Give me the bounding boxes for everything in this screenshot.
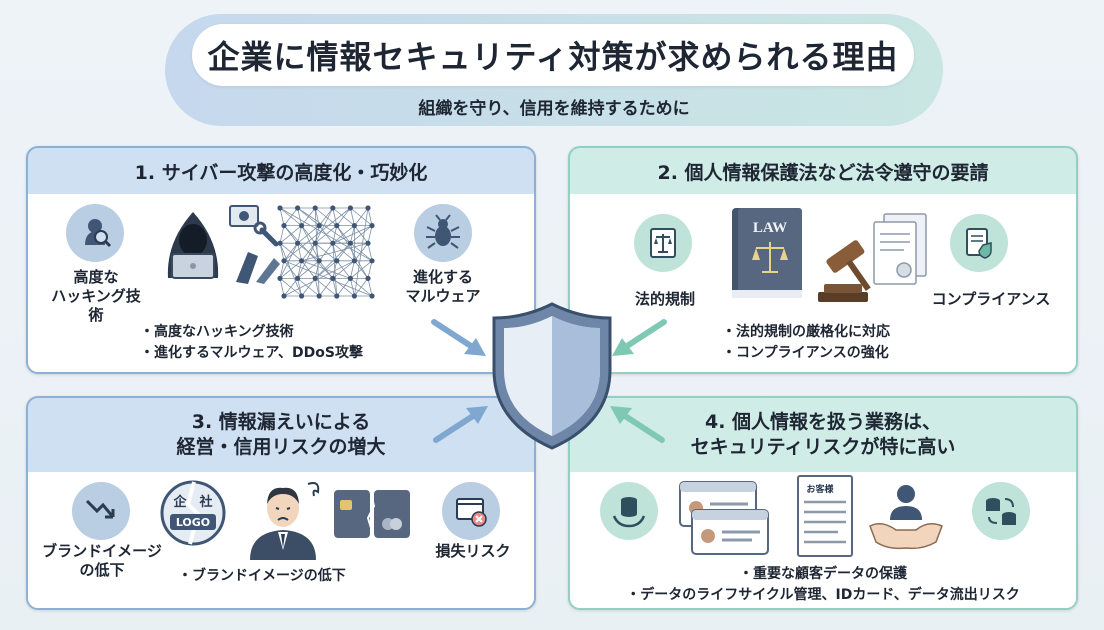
panel-leak-risk: 3. 情報漏えいによる 経営・信用リスクの増大 ブランドイメージ の低下 企 社…: [26, 396, 536, 610]
label-loss-risk: 損失リスク: [435, 542, 511, 560]
broken-logo-icon: 企 社 LOGO: [158, 478, 228, 552]
bullet: ・高度なハッキング技術: [140, 324, 294, 340]
svg-text:お客様: お客様: [806, 483, 834, 495]
security-shield-icon: [492, 302, 612, 450]
arrow-from-panel-3: [433, 406, 488, 443]
page-subtitle: 組織を守り、信用を維持するために: [418, 99, 690, 119]
panel-3-title-line2: 経営・信用リスクの増大: [176, 436, 386, 458]
panel-1-bullets: ・高度なハッキング技術 ・進化するマルウェア、DDoS攻撃: [140, 322, 363, 364]
law-book-icon: LAW: [728, 206, 808, 306]
arrow-from-panel-2: [612, 319, 667, 356]
panel-4-title-line1: 4. 個人情報を扱う業務は、: [704, 411, 942, 434]
loss-window-icon: [442, 482, 500, 540]
contract-documents-icon: [870, 212, 930, 296]
customer-form-icon: お客様: [794, 474, 856, 562]
label-malware: 進化する マルウェア: [405, 268, 481, 305]
id-cards-icon: [676, 478, 772, 562]
malware-bug-icon: [414, 204, 472, 262]
label-legal-regulation: 法的規制: [634, 290, 695, 308]
network-mesh-icon: [272, 200, 376, 308]
panel-cyber-attack: 1. サイバー攻撃の高度化・巧妙化 高度な ハッキング技術: [26, 146, 536, 374]
bullet: ・法的規制の厳格化に対応: [722, 324, 890, 340]
panel-4-title: 4. 個人情報を扱う業務は、 セキュリティリスクが特に高い: [570, 398, 1076, 472]
panel-4-bullets: ・重要な顧客データの保護 ・データのライフサイクル管理、IDカード、データ流出リ…: [570, 564, 1076, 606]
bullet: ・進化するマルウェア、DDoS攻撃: [140, 345, 363, 361]
gavel-icon: [808, 234, 888, 308]
worried-businessman-icon: [238, 476, 328, 564]
panel-3-bullets: ・ブランドイメージの低下: [178, 566, 346, 587]
bullet: ・ブランドイメージの低下: [178, 568, 346, 584]
panel-3-title-line1: 3. 情報漏えいによる: [191, 411, 371, 434]
bullet: ・コンプライアンスの強化: [722, 345, 889, 361]
panel-legal-compliance: 2. 個人情報保護法など法令遵守の要請 法的規制 LAW: [568, 146, 1078, 374]
arrow-from-panel-4: [610, 406, 665, 443]
scales-of-justice-icon: [634, 214, 692, 272]
panel-4-title-line2: セキュリティリスクが特に高い: [690, 436, 956, 458]
broken-credit-card-icon: [332, 486, 412, 546]
svg-text:社: 社: [198, 494, 212, 510]
page-title: 企業に情報セキュリティ対策が求められる理由: [192, 24, 914, 86]
svg-text:企: 企: [172, 494, 187, 510]
database-sync-icon: [972, 482, 1030, 540]
protected-person-icon: [866, 476, 946, 560]
bullet: ・重要な顧客データの保護: [739, 566, 907, 582]
trend-down-icon: [72, 482, 130, 540]
bullet: ・データのライフサイクル管理、IDカード、データ流出リスク: [626, 587, 1020, 603]
svg-text:LOGO: LOGO: [176, 516, 210, 529]
panel-1-title: 1. サイバー攻撃の高度化・巧妙化: [134, 161, 428, 184]
hooded-hacker-icon: [152, 202, 234, 288]
label-compliance: コンプライアンス: [931, 290, 1051, 308]
book-law-text: LAW: [753, 220, 787, 236]
hacker-search-icon: [66, 204, 124, 262]
arrow-from-panel-1: [431, 319, 486, 356]
database-hands-icon: [600, 482, 658, 540]
panel-2-title: 2. 個人情報保護法など法令遵守の要請: [657, 161, 989, 184]
hacking-tools-icon: [226, 204, 284, 290]
panel-3-title: 3. 情報漏えいによる 経営・信用リスクの増大: [28, 398, 534, 472]
label-brand-decline: ブランドイメージ の低下: [42, 542, 162, 579]
compliance-check-icon: [950, 214, 1008, 272]
label-hacking: 高度な ハッキング技術: [51, 268, 141, 324]
panel-2-bullets: ・法的規制の厳格化に対応 ・コンプライアンスの強化: [722, 322, 890, 364]
